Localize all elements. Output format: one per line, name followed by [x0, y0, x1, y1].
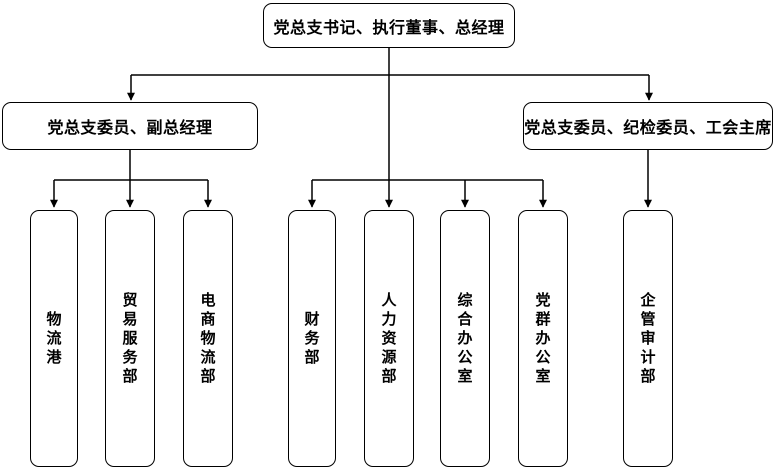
dept-general-office: 综合办公室: [440, 210, 490, 467]
dept-general-office-label: 综合办公室: [457, 292, 473, 385]
node-branch-right-label: 党总支委员、纪检委员、工会主席: [524, 120, 772, 137]
node-branch-right: 党总支委员、纪检委员、工会主席: [523, 102, 773, 150]
node-root: 党总支书记、执行董事、总经理: [263, 3, 515, 48]
dept-logistics-port: 物流港: [30, 210, 78, 467]
dept-logistics-port-label: 物流港: [46, 311, 62, 366]
dept-audit: 企管审计部: [623, 210, 673, 467]
dept-hr: 人力资源部: [364, 210, 414, 467]
dept-trade-service: 贸易服务部: [105, 210, 155, 467]
node-root-label: 党总支书记、执行董事、总经理: [273, 19, 505, 37]
dept-ecommerce-logistics: 电商物流部: [183, 210, 233, 467]
dept-hr-label: 人力资源部: [381, 292, 397, 385]
node-branch-left: 党总支委员、副总经理: [2, 102, 258, 150]
dept-party-mass-office-label: 党群办公室: [535, 292, 551, 385]
dept-party-mass-office: 党群办公室: [518, 210, 568, 467]
dept-trade-service-label: 贸易服务部: [122, 292, 138, 385]
dept-finance-label: 财务部: [304, 311, 320, 366]
dept-audit-label: 企管审计部: [640, 292, 656, 385]
dept-ecommerce-logistics-label: 电商物流部: [200, 292, 216, 385]
dept-finance: 财务部: [288, 210, 336, 467]
node-branch-left-label: 党总支委员、副总经理: [47, 120, 213, 137]
